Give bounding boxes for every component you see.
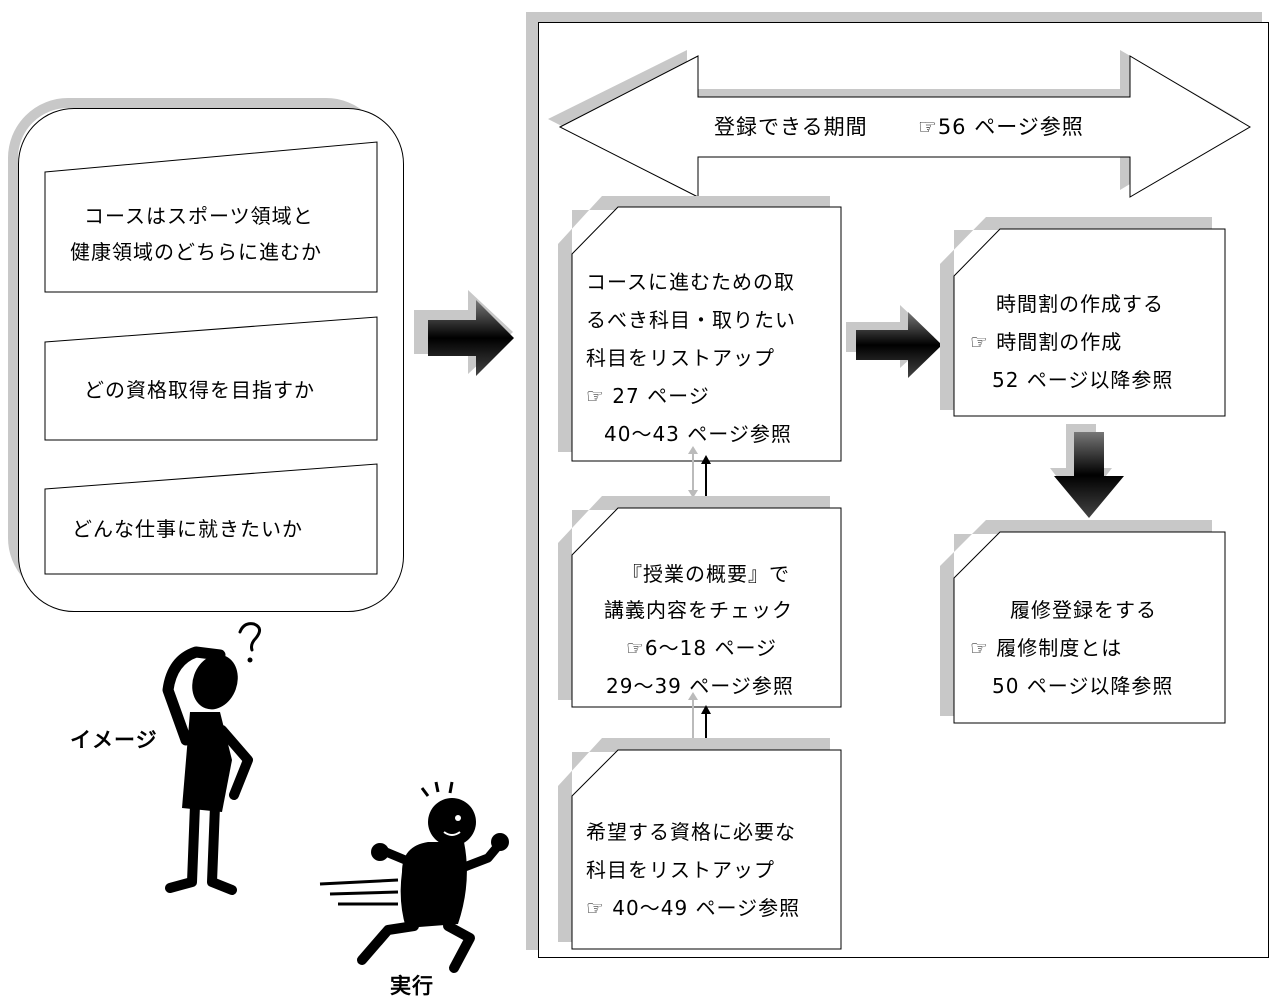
right-frame-shadow-left — [526, 12, 538, 950]
right-frame-shadow-top — [526, 12, 1262, 24]
running-label: 実行 — [390, 974, 434, 998]
left-item-3-shape — [44, 463, 378, 575]
timetable-line3: 52 ページ以降参照 — [992, 368, 1174, 392]
syllabus-line1: 『授業の概要』で — [622, 562, 790, 586]
course-box — [558, 196, 842, 462]
left-item-1-shape — [44, 141, 378, 293]
timetable-box — [940, 217, 1226, 417]
course-line4: ☞ 27 ページ — [586, 384, 710, 408]
syllabus-box — [558, 496, 842, 708]
qualification-line2: 科目をリストアップ — [586, 858, 775, 882]
timetable-line2: ☞ 時間割の作成 — [970, 330, 1123, 354]
course-line2: るべき科目・取りたい — [586, 308, 796, 332]
registration-line2: ☞ 履修制度とは — [970, 636, 1123, 660]
registration-line3: 50 ページ以降参照 — [992, 674, 1174, 698]
arrow-course-to-timetable — [846, 305, 942, 378]
registration-box — [940, 520, 1226, 724]
syllabus-line4: 29～39 ページ参照 — [606, 674, 794, 698]
left-item-1-line1: コースはスポーツ領域と — [84, 204, 314, 228]
thinking-figure — [162, 622, 261, 895]
course-line3: 科目をリストアップ — [586, 346, 775, 370]
qualification-line1: 希望する資格に必要な — [586, 820, 796, 844]
qualification-line3: ☞ 40～49 ページ参照 — [586, 896, 801, 920]
left-item-3-line1: どんな仕事に就きたいか — [72, 517, 303, 541]
registration-line1: 履修登録をする — [1010, 598, 1157, 622]
running-figure — [319, 781, 509, 973]
left-item-2-line1: どの資格取得を目指すか — [84, 378, 315, 402]
syllabus-line3: ☞6～18 ページ — [626, 636, 778, 660]
arrow-timetable-to-registration — [1050, 424, 1124, 518]
period-label: 登録できる期間 — [714, 115, 868, 139]
thinking-label: イメージ — [70, 728, 158, 752]
course-line5: 40～43 ページ参照 — [604, 422, 792, 446]
period-double-arrow — [548, 50, 1251, 198]
qualification-box — [558, 738, 842, 950]
timetable-line1: 時間割の作成する — [996, 292, 1164, 316]
period-ref: ☞56 ページ参照 — [918, 115, 1084, 139]
course-line1: コースに進むための取 — [586, 270, 795, 294]
left-item-2-shape — [44, 316, 378, 441]
flow-arrow-main — [414, 290, 514, 376]
syllabus-line2: 講義内容をチェック — [604, 598, 793, 622]
left-item-1-line2: 健康領域のどちらに進むか — [70, 240, 322, 264]
